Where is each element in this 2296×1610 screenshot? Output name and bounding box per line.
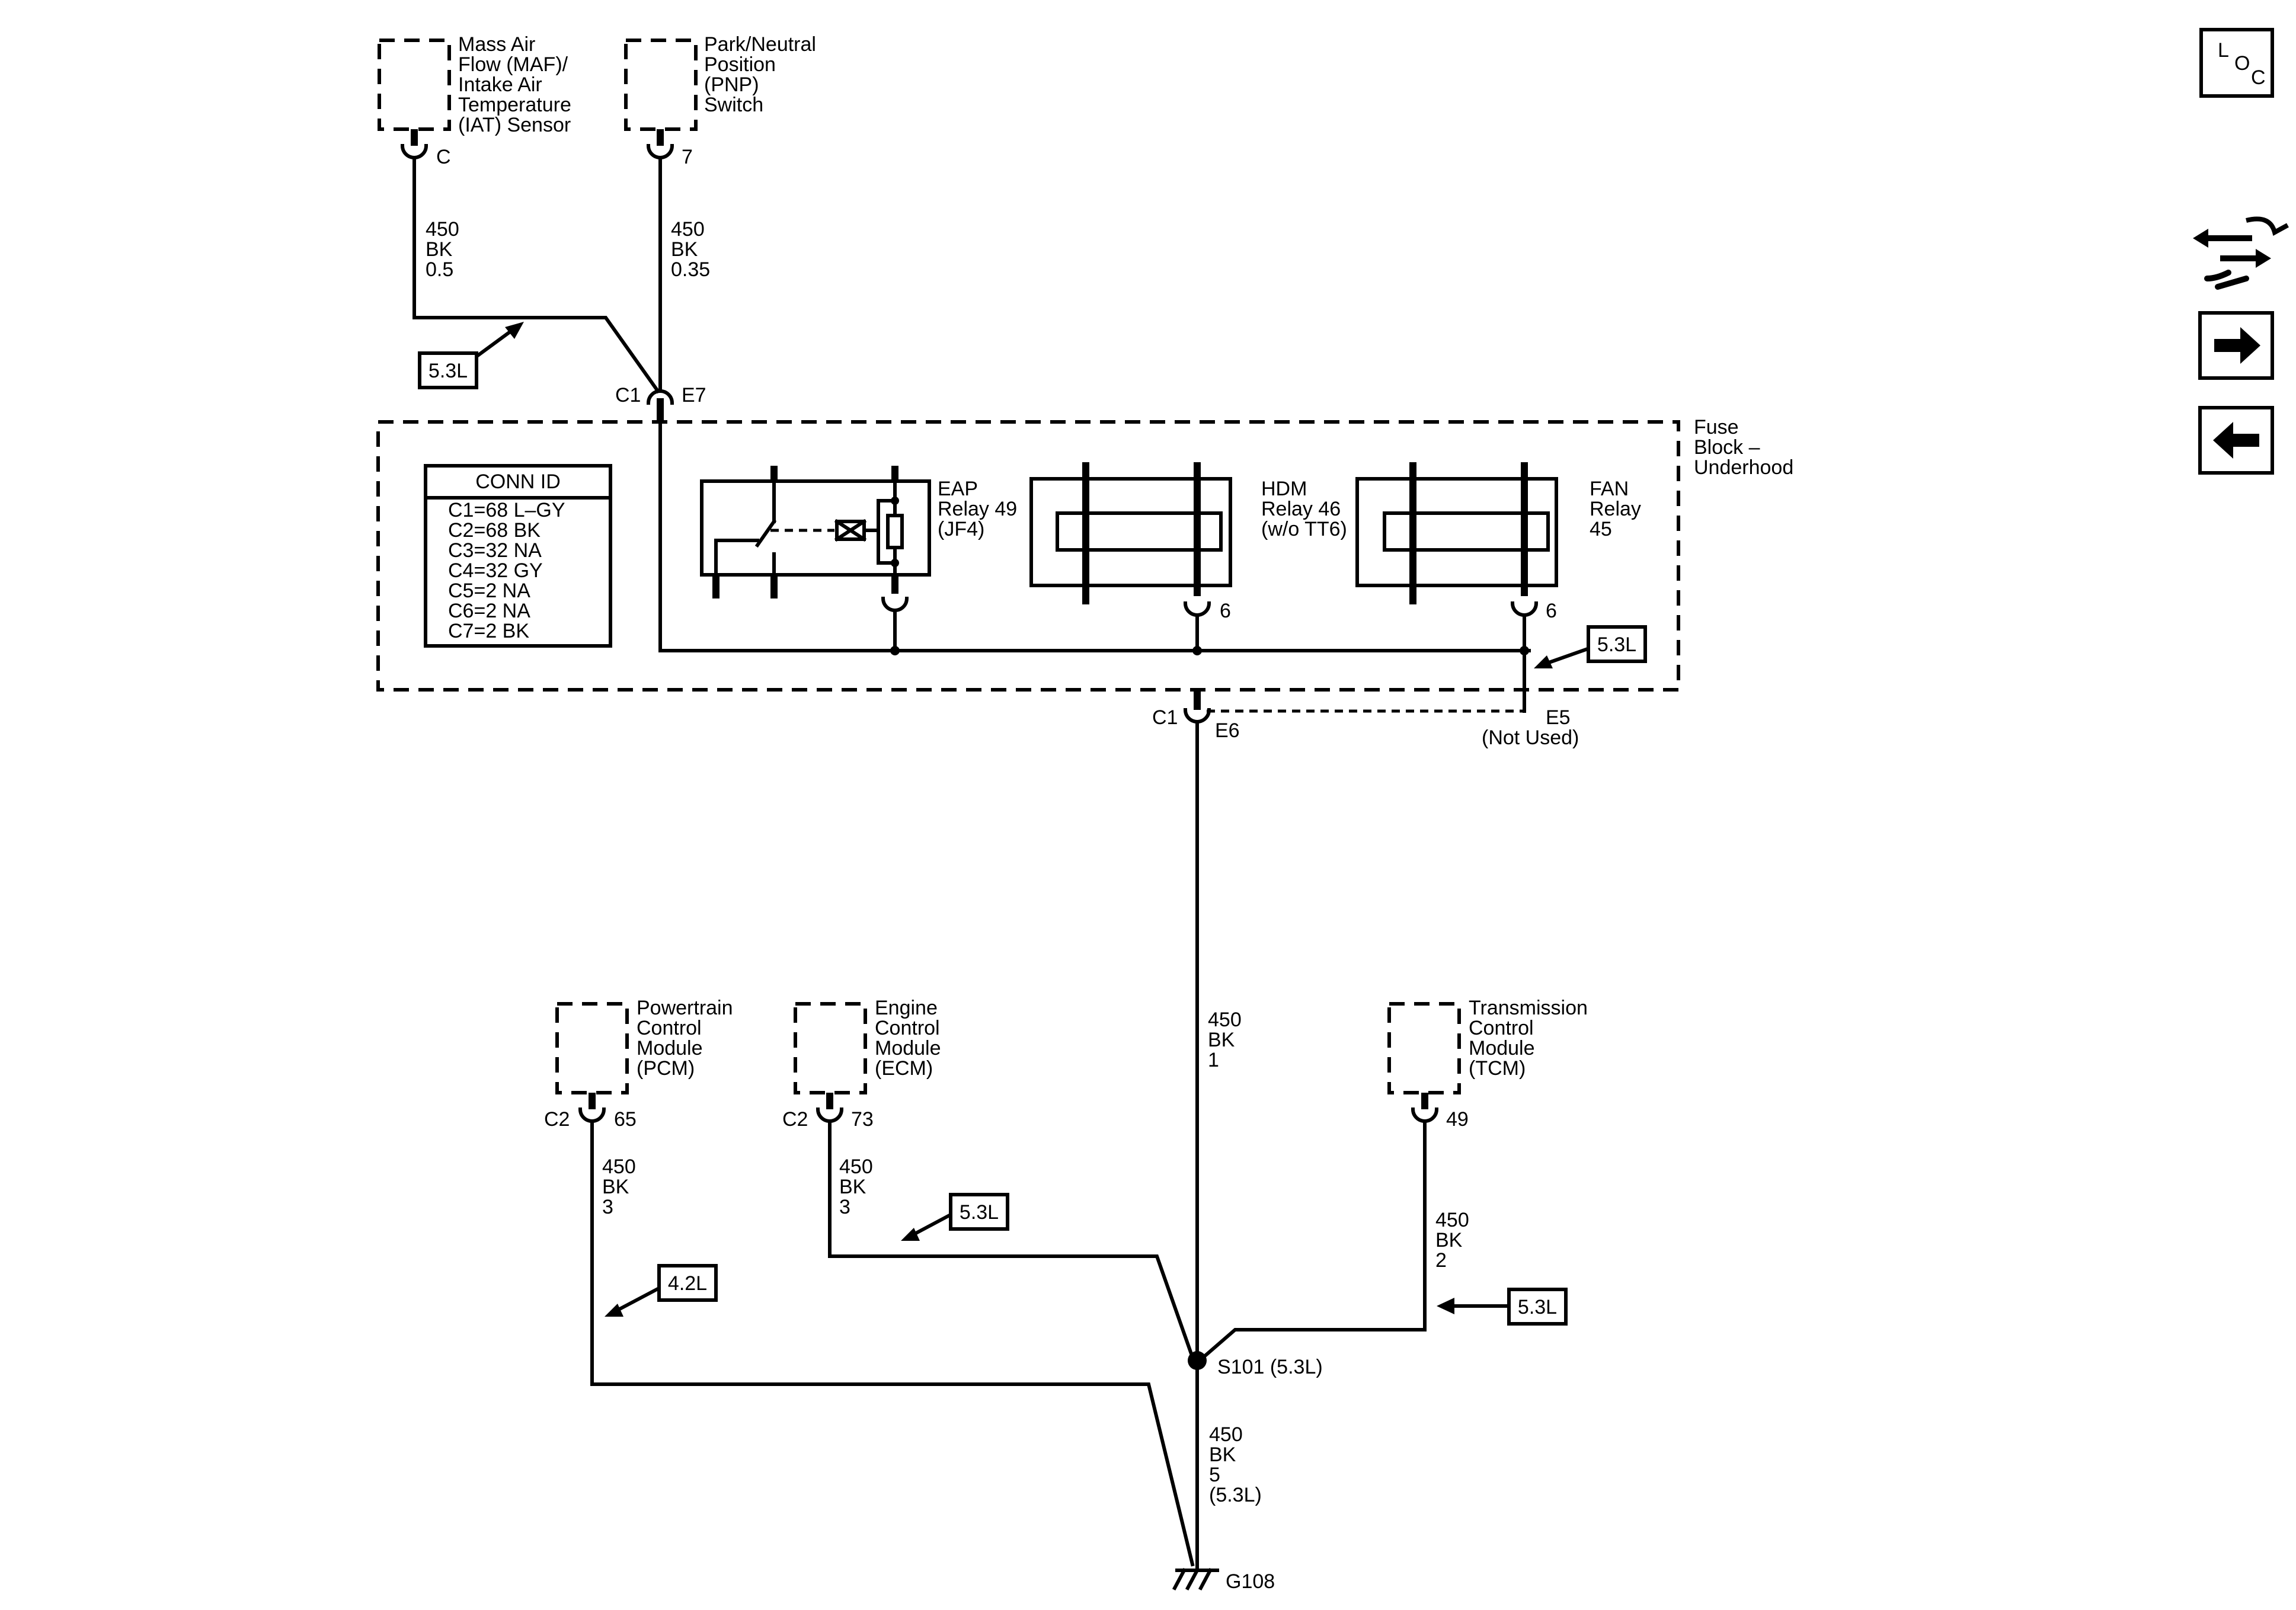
loc-letter-c: C [2251, 66, 2266, 89]
splice-s101: S101 (5.3L) [1188, 1351, 1323, 1378]
eap-relay[interactable]: EAP Relay 49 (JF4) [700, 466, 1023, 598]
maf-connector: C [400, 129, 451, 168]
svg-text:4.2L: 4.2L [668, 1272, 707, 1295]
conn-id-table: CONN ID C1=68 L–GY C2=68 BK C3=32 NA C4=… [424, 464, 612, 648]
svg-text:5.3L: 5.3L [428, 360, 468, 382]
tcm-label: Transmission Control Module (TCM) [1469, 997, 1593, 1080]
ecm-module[interactable]: Engine Control Module (ECM) [794, 997, 946, 1094]
option-tag-tcm: 5.3L [1437, 1288, 1568, 1326]
svg-text:C1: C1 [615, 384, 641, 406]
ecm-connector: C2 73 [782, 1093, 874, 1131]
ecm-wire-label: 450 BK 3 [839, 1156, 878, 1218]
fuse-block-label: Fuse Block – Underhood [1694, 416, 1793, 479]
svg-text:C1: C1 [1152, 706, 1178, 729]
svg-text:E7: E7 [682, 384, 706, 406]
option-tag-pcm: 4.2L [605, 1264, 718, 1317]
option-tag-fuse-block: 5.3L [1534, 625, 1647, 668]
pnp-pin-label: 7 [682, 146, 693, 168]
fan-relay-label: FAN Relay 45 [1590, 478, 1646, 540]
pcm-label: Powertrain Control Module (PCM) [637, 997, 738, 1080]
svg-text:E6: E6 [1215, 719, 1240, 742]
svg-text:E5: E5 [1546, 706, 1571, 729]
svg-text:5.3L: 5.3L [1597, 633, 1636, 656]
pnp-wire-label: 450 BK 0.35 [671, 218, 710, 281]
svg-text:5.3L: 5.3L [960, 1201, 999, 1224]
maf-iat-label: Mass Air Flow (MAF)/ Intake Air Temperat… [458, 33, 577, 136]
eap-relay-label: EAP Relay 49 (JF4) [938, 478, 1023, 540]
tcm-module[interactable]: Transmission Control Module (TCM) [1387, 997, 1593, 1094]
loc-button[interactable]: L O C [2199, 28, 2274, 98]
component-swap-icon[interactable] [2193, 216, 2289, 290]
main-wire-label: 450 BK 1 [1208, 1009, 1247, 1071]
maf-wire [412, 156, 661, 394]
maf-wire-label: 450 BK 0.5 [426, 218, 465, 281]
fuse-block-underhood[interactable]: Fuse Block – Underhood [376, 416, 1793, 692]
conn-id-rows: C1=68 L–GY C2=68 BK C3=32 NA C4=32 GY C5… [448, 499, 570, 642]
pnp-switch[interactable]: Park/Neutral Position (PNP) Switch [624, 33, 821, 131]
eap-relay-terminal [881, 596, 909, 655]
previous-arrow-icon[interactable] [2198, 406, 2274, 475]
pnp-label: Park/Neutral Position (PNP) Switch [704, 33, 821, 116]
ecm-wire [828, 1119, 1196, 1363]
loc-letter-o: O [2234, 52, 2250, 75]
svg-text:5.3L: 5.3L [1518, 1296, 1557, 1318]
tcm-wire-label: 450 BK 2 [1435, 1209, 1475, 1272]
tcm-wire [1197, 1119, 1427, 1363]
fuse-block-e5-not-used: E5 (Not Used) [1207, 649, 1579, 749]
svg-text:C2: C2 [544, 1108, 570, 1131]
ground-g108-icon: G108 [1172, 1567, 1275, 1593]
pcm-module[interactable]: Powertrain Control Module (PCM) [555, 997, 738, 1094]
hdm-relay[interactable]: HDM Relay 46 (w/o TT6) [1029, 462, 1347, 604]
svg-text:(Not Used): (Not Used) [1482, 726, 1579, 749]
pcm-wire [590, 1119, 1195, 1567]
pnp-connector: 7 [646, 129, 693, 168]
ground-wire-label: 450 BK 5 (5.3L) [1209, 1423, 1262, 1506]
fan-relay-terminal: 6 [1510, 600, 1557, 655]
hdm-relay-label: HDM Relay 46 (w/o TT6) [1261, 478, 1347, 540]
svg-text:C2: C2 [782, 1108, 808, 1131]
svg-text:49: 49 [1446, 1108, 1469, 1131]
ground-label: G108 [1226, 1570, 1275, 1593]
loc-letter-l: L [2218, 39, 2229, 62]
svg-text:S101 (5.3L): S101 (5.3L) [1217, 1356, 1323, 1378]
pcm-connector: C2 65 [544, 1093, 637, 1131]
fan-relay[interactable]: FAN Relay 45 [1355, 462, 1646, 604]
svg-text:6: 6 [1220, 600, 1231, 622]
pcm-wire-label: 450 BK 3 [602, 1156, 641, 1218]
svg-text:6: 6 [1546, 600, 1557, 622]
ecm-label: Engine Control Module (ECM) [875, 997, 946, 1080]
svg-text:65: 65 [614, 1108, 637, 1131]
option-tag-maf: 5.3L [418, 322, 524, 389]
fuse-block-connector-e7: C1 E7 [615, 384, 706, 422]
hdm-relay-terminal: 6 [1183, 600, 1231, 655]
tcm-connector: 49 [1411, 1093, 1469, 1131]
next-arrow-icon[interactable] [2198, 311, 2274, 380]
option-tag-ecm: 5.3L [901, 1193, 1009, 1241]
svg-text:73: 73 [851, 1108, 874, 1131]
fuse-block-internal-wire [658, 420, 1531, 652]
conn-id-title: CONN ID [475, 470, 561, 493]
maf-iat-sensor[interactable]: Mass Air Flow (MAF)/ Intake Air Temperat… [378, 33, 577, 136]
maf-pin-label: C [436, 146, 451, 168]
